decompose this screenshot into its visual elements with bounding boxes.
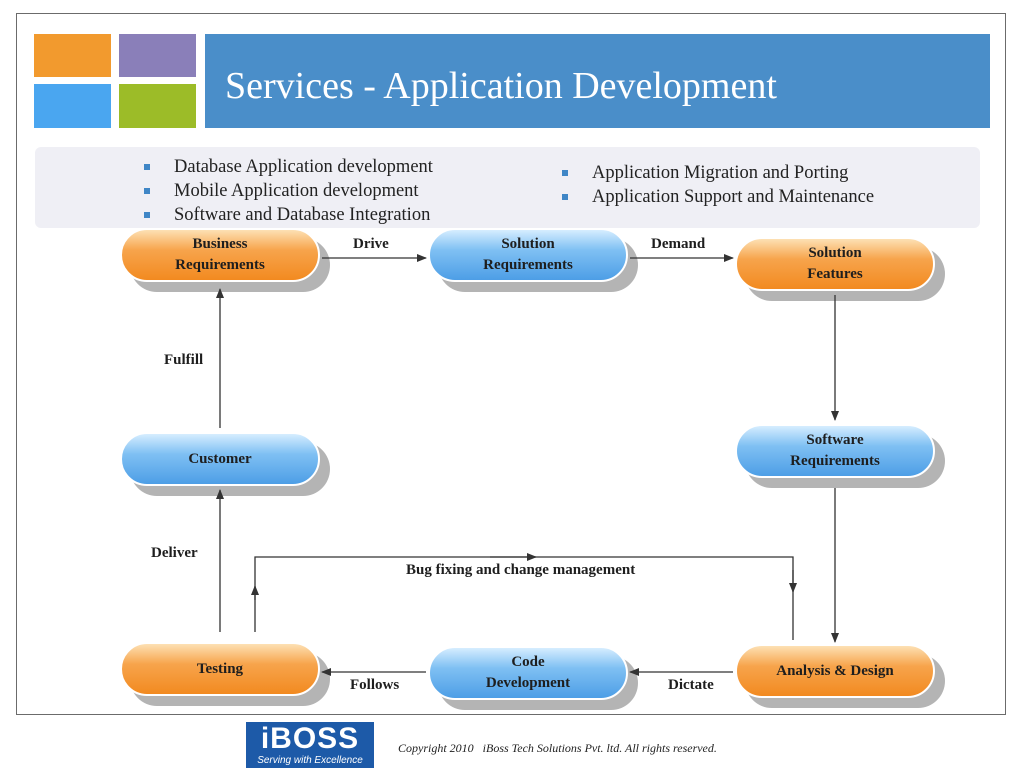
services-list-right: Application Migration and Porting Applic… — [560, 161, 874, 209]
node-label: Solution Features — [807, 245, 863, 282]
node-analysis-design: Analysis & Design — [735, 644, 945, 708]
bullet-icon — [144, 212, 150, 218]
edge-label-deliver: Deliver — [151, 545, 198, 561]
edge-label-demand: Demand — [651, 236, 706, 252]
green-square — [119, 84, 196, 128]
list-item-label: Application Migration and Porting — [592, 163, 849, 183]
node-label: Solution Requirements — [483, 236, 573, 273]
bullet-icon — [144, 164, 150, 170]
list-item: Application Migration and Porting — [560, 161, 874, 185]
node-label: Business Requirements — [175, 236, 265, 273]
edge-label-bug-fixing: Bug fixing and change management — [406, 562, 636, 578]
node-code-development: Code Development — [428, 646, 638, 710]
bullet-icon — [562, 194, 568, 200]
copyright-text: Copyright 2010 iBoss Tech Solutions Pvt.… — [398, 741, 717, 755]
node-testing: Testing — [120, 642, 330, 706]
edge-label-drive: Drive — [353, 236, 389, 252]
iboss-logo: iBOSS Serving with Excellence — [246, 722, 374, 768]
node-label: Customer — [188, 450, 252, 467]
edge-label-follows: Follows — [350, 677, 400, 693]
node-solution-requirements: Solution Requirements — [428, 228, 638, 292]
node-label: Analysis & Design — [776, 662, 894, 679]
page-title: Services - Application Development — [225, 65, 777, 107]
logo-tagline: Serving with Excellence — [246, 754, 374, 768]
list-item: Mobile Application development — [142, 179, 433, 203]
node-software-requirements: Software Requirements — [735, 424, 945, 488]
node-solution-features: Solution Features — [735, 237, 945, 301]
node-label: Testing — [196, 660, 244, 677]
list-item-label: Mobile Application development — [174, 181, 419, 201]
bullet-icon — [144, 188, 150, 194]
list-item-label: Software and Database Integration — [174, 205, 431, 225]
orange-square — [34, 34, 111, 77]
blue-square — [34, 84, 111, 128]
services-box — [35, 147, 980, 228]
logo-text: iBOSS — [246, 722, 374, 755]
slide-frame — [16, 13, 1006, 715]
services-list-left: Database Application development Mobile … — [142, 155, 433, 227]
edge-label-fulfill: Fulfill — [164, 352, 204, 368]
list-item: Application Support and Maintenance — [560, 185, 874, 209]
edge-label-dictate: Dictate — [668, 677, 714, 693]
node-label: Code Development — [485, 654, 571, 691]
list-item-label: Database Application development — [174, 157, 433, 177]
node-customer: Customer — [120, 432, 330, 496]
node-business-requirements: Business Requirements — [120, 228, 330, 292]
list-item: Database Application development — [142, 155, 433, 179]
bullet-icon — [562, 170, 568, 176]
purple-square — [119, 34, 196, 77]
list-item: Software and Database Integration — [142, 203, 433, 227]
list-item-label: Application Support and Maintenance — [592, 187, 875, 207]
title-bar: Services - Application Development — [205, 34, 990, 128]
node-label: Software Requirements — [790, 432, 880, 469]
